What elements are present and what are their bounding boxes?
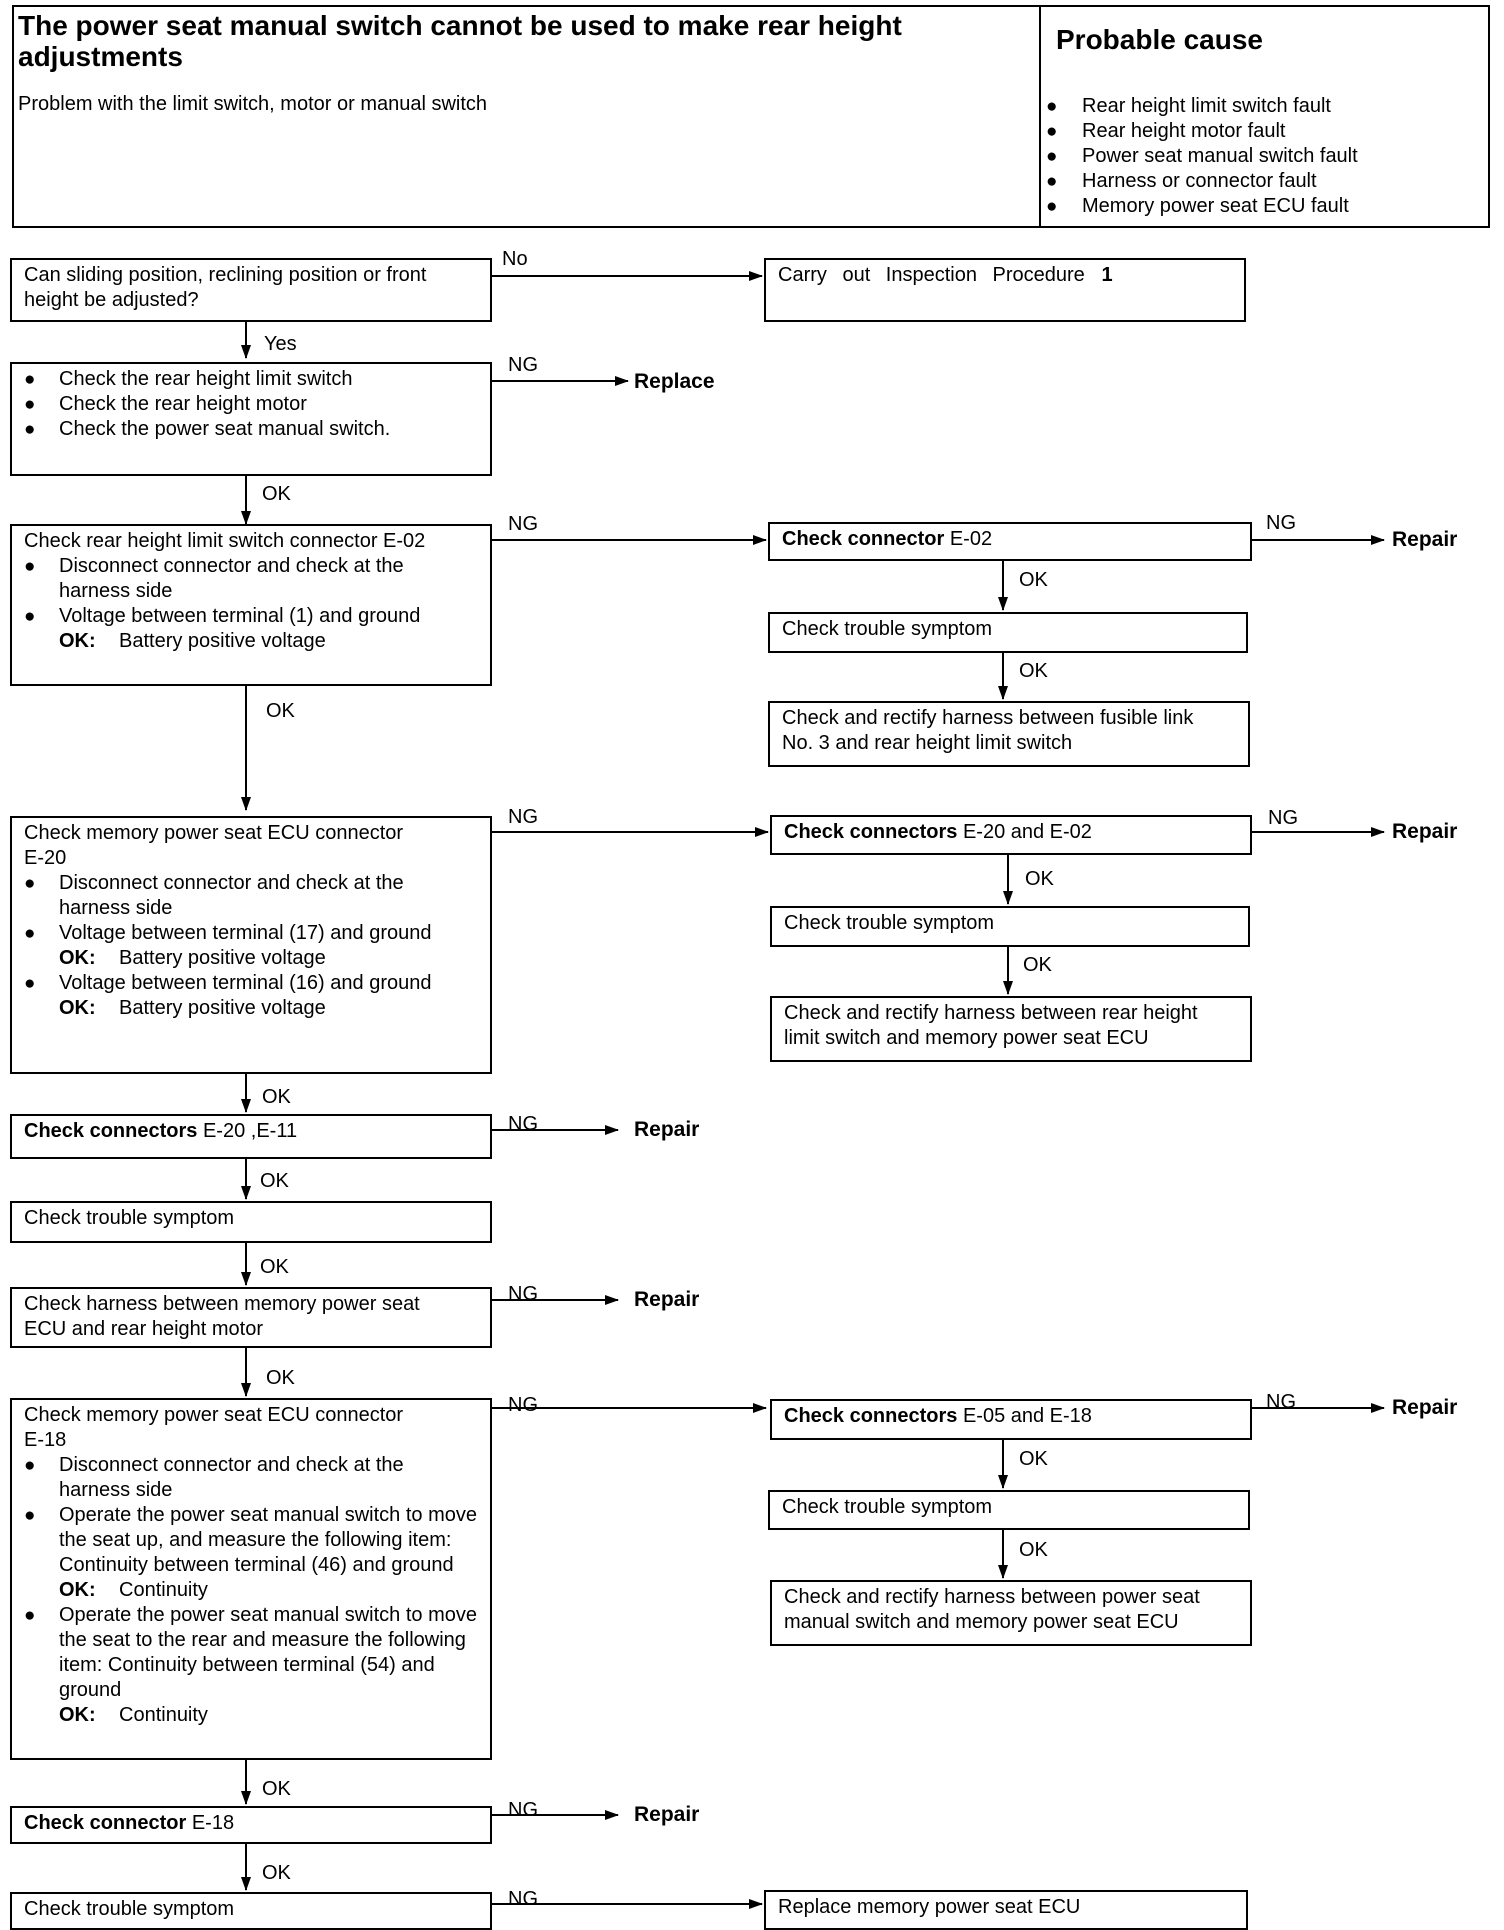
bullet-icon: ● [24,606,36,627]
bullet-icon: ● [24,394,36,415]
list-item: ●Voltage between terminal (1) and ground [24,605,421,627]
edge-label-ok: OK [262,1086,291,1108]
problem-summary: Problem with the limit switch, motor or … [18,93,488,115]
bullet-icon: ● [24,1455,36,1476]
step-inspection-procedure-1: Carry out Inspection Procedure 1 [764,258,1246,322]
edge-label-ok: OK [262,1778,291,1800]
bullet-icon: ● [1046,96,1058,117]
bullet-icon: ● [24,419,36,440]
action-repair: Repair [1392,820,1458,843]
edge-label-ok: OK [266,700,295,722]
edge-label-ng: NG [1266,512,1296,534]
edge-label-yes: Yes [264,333,297,355]
edge-label-ng: NG [508,1799,538,1821]
bullet-icon: ● [24,1505,36,1526]
edge-label-ok: OK [1023,954,1052,976]
action-repair: Repair [1392,528,1458,551]
step-ecu-connector-e18: Check memory power seat ECU connector E-… [10,1398,492,1760]
edge-label-ok: OK [1019,1448,1048,1470]
list-item: ●Disconnect connector and check at the h… [24,1454,404,1501]
action-repair: Repair [634,1118,700,1141]
ok-criterion: OK:Battery positive voltage [59,997,326,1019]
list-item: ●Power seat manual switch fault [1046,145,1358,167]
bullet-icon: ● [1046,121,1058,142]
edge-label-no: No [502,248,528,270]
step-replace-ecu: Replace memory power seat ECU [764,1890,1248,1930]
step-harness-ecu-motor: Check harness between memory power seat … [10,1287,492,1348]
edge-label-ok: OK [1019,660,1048,682]
step-final-trouble-symptom: Check trouble symptom [10,1892,492,1930]
probable-cause-list: ●Rear height limit switch fault ●Rear he… [1046,94,1358,219]
edge-label-ng: NG [508,1283,538,1305]
step-trouble-symptom: Check trouble symptom [10,1201,492,1243]
ok-criterion: OK:Continuity [59,1704,208,1726]
step-adjustable-question: Can sliding position, reclining position… [10,258,492,322]
bullet-icon: ● [1046,171,1058,192]
list-item: ●Check the rear height limit switch [24,368,353,390]
ok-criterion: OK:Continuity [59,1579,208,1601]
step-trouble-symptom-e18: Check trouble symptom [768,1490,1250,1530]
bullet-icon: ● [24,556,36,577]
list-item: ●Voltage between terminal (16) and groun… [24,972,432,994]
edge-label-ok: OK [262,1862,291,1884]
edge-label-ok: OK [1019,1539,1048,1561]
bullet-icon: ● [24,1605,36,1626]
bullet-icon: ● [24,973,36,994]
list-item: ●Rear height limit switch fault [1046,95,1331,117]
edge-label-ng: NG [508,1888,538,1910]
action-repair: Repair [1392,1396,1458,1419]
edge-label-ok: OK [260,1170,289,1192]
list-item: ●Disconnect connector and check at the h… [24,555,404,602]
edge-label-ng: NG [508,513,538,535]
step-connectors-e20-e11: Check connectors E-20 ,E-11 [10,1114,492,1159]
ok-criterion: OK:Battery positive voltage [59,947,326,969]
action-repair: Repair [634,1803,700,1826]
list-item: ●Check the power seat manual switch. [24,418,391,440]
step-trouble-symptom-e02: Check trouble symptom [768,612,1248,653]
list-item: ●Rear height motor fault [1046,120,1286,142]
step-ecu-connector-e20: Check memory power seat ECU connector E-… [10,816,492,1074]
edge-label-ok: OK [1025,868,1054,890]
list-item: ●Voltage between terminal (17) and groun… [24,922,432,944]
bullet-icon: ● [24,923,36,944]
step-check-connectors-e05-e18: Check connectors E-05 and E-18 [770,1399,1252,1440]
edge-label-ng: NG [508,1113,538,1135]
bullet-icon: ● [1046,146,1058,167]
step-connector-e18: Check connector E-18 [10,1806,492,1844]
step-check-connectors-e20-e02: Check connectors E-20 and E-02 [770,815,1252,855]
list-item: ●Memory power seat ECU fault [1046,195,1349,217]
edge-label-ng: NG [508,806,538,828]
list-item: ●Operate the power seat manual switch to… [24,1604,477,1701]
list-item: ●Operate the power seat manual switch to… [24,1504,477,1576]
step-harness-fusible-link: Check and rectify harness between fusibl… [768,701,1250,767]
step-harness-manual-switch-ecu: Check and rectify harness between power … [770,1580,1252,1646]
action-replace: Replace [634,370,715,393]
edge-label-ng: NG [1266,1391,1296,1413]
step-harness-limit-switch-ecu: Check and rectify harness between rear h… [770,996,1252,1062]
list-item: ●Harness or connector fault [1046,170,1317,192]
step-limit-switch-connector-e02: Check rear height limit switch connector… [10,524,492,686]
ok-criterion: OK:Battery positive voltage [59,630,326,652]
probable-cause-title: Probable cause [1056,24,1263,55]
step-check-connector-e02: Check connector E-02 [768,522,1252,561]
edge-label-ok: OK [262,483,291,505]
edge-label-ng: NG [508,354,538,376]
header-cause-box [1039,5,1490,228]
action-repair: Repair [634,1288,700,1311]
bullet-icon: ● [24,369,36,390]
edge-label-ok: OK [266,1367,295,1389]
page-title: The power seat manual switch cannot be u… [18,10,902,72]
bullet-icon: ● [1046,196,1058,217]
list-item: ●Disconnect connector and check at the h… [24,872,404,919]
edge-label-ok: OK [1019,569,1048,591]
edge-label-ng: NG [1268,807,1298,829]
list-item: ●Check the rear height motor [24,393,307,415]
step-check-components: ●Check the rear height limit switch ●Che… [10,362,492,476]
edge-label-ng: NG [508,1394,538,1416]
header-problem-box [12,5,1041,228]
edge-label-ok: OK [260,1256,289,1278]
step-trouble-symptom-e20: Check trouble symptom [770,906,1250,947]
bullet-icon: ● [24,873,36,894]
